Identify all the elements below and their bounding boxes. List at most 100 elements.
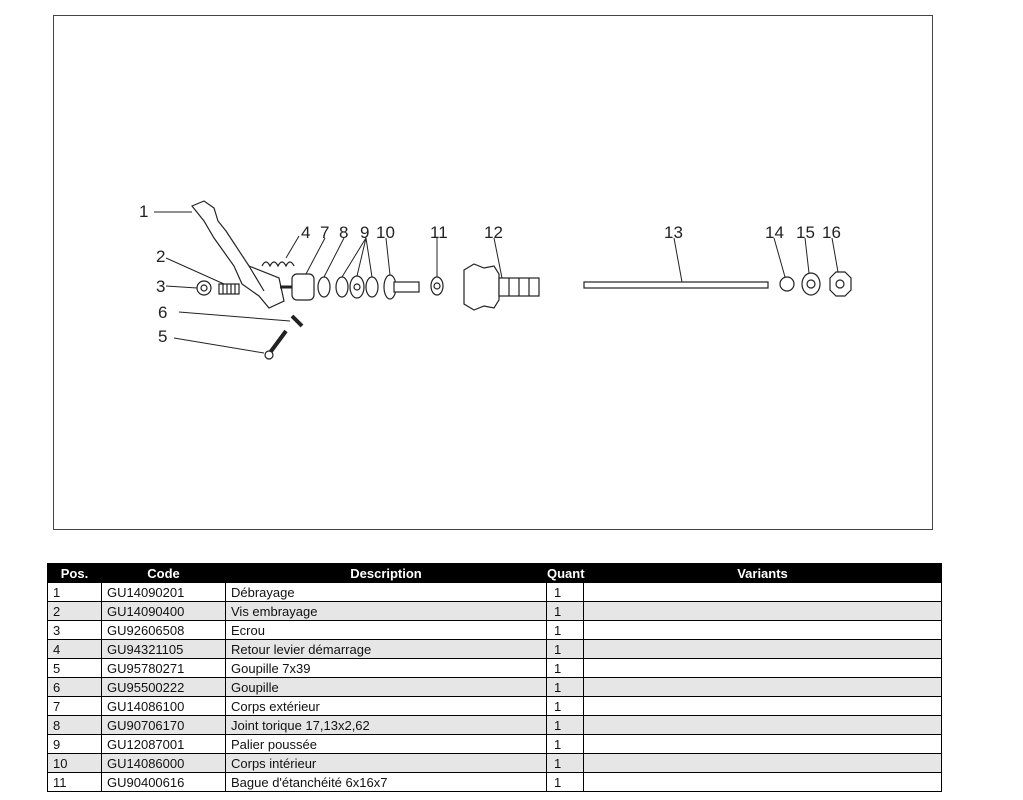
cell-description: Débrayage — [225, 582, 547, 602]
table-row: 2 GU14090400 Vis embrayage 1 — [47, 601, 942, 621]
cell-description: Corps extérieur — [225, 696, 547, 716]
cell-code: GU90706170 — [101, 715, 226, 735]
part-seal — [430, 276, 444, 296]
cell-description: Palier poussée — [225, 734, 547, 754]
table-row: 9 GU12087001 Palier poussée 1 — [47, 734, 942, 754]
callout-9: 9 — [360, 223, 369, 242]
part-bearing-c — [365, 276, 379, 298]
part-screw — [218, 283, 240, 295]
cell-code: GU14086100 — [101, 696, 226, 716]
cell-variants — [583, 677, 942, 697]
table-row: 7 GU14086100 Corps extérieur 1 — [47, 696, 942, 716]
callout-4: 4 — [301, 223, 310, 242]
cell-quant: 1 — [546, 734, 584, 754]
callout-11: 11 — [430, 223, 448, 242]
leader-lines — [154, 211, 839, 354]
cell-quant: 1 — [546, 639, 584, 659]
cell-quant: 1 — [546, 658, 584, 678]
header-pos: Pos. — [47, 563, 102, 583]
cell-pos: 2 — [47, 601, 102, 621]
cell-code: GU94321105 — [101, 639, 226, 659]
callout-labels: 1 2 3 4 5 6 7 8 9 10 11 12 13 14 15 16 — [139, 202, 841, 346]
cell-code: GU14090400 — [101, 601, 226, 621]
part-oring — [317, 276, 331, 298]
cell-quant: 1 — [546, 696, 584, 716]
cell-quant: 1 — [546, 601, 584, 621]
exploded-diagram: 1 2 3 4 5 6 7 8 9 10 11 12 13 14 15 16 — [53, 15, 933, 530]
table-row: 8 GU90706170 Joint torique 17,13x2,62 1 — [47, 715, 942, 735]
table-header-row: Pos. Code Description Quant Variants — [47, 563, 942, 583]
part-pin-5 — [267, 329, 288, 356]
cell-pos: 6 — [47, 677, 102, 697]
part-lever — [191, 200, 285, 309]
cell-quant: 1 — [546, 715, 584, 735]
cell-description: Ecrou — [225, 620, 547, 640]
cell-quant: 1 — [546, 753, 584, 773]
table-row: 3 GU92606508 Ecrou 1 — [47, 620, 942, 640]
callout-7: 7 — [320, 223, 329, 242]
part-circlip — [779, 276, 795, 292]
header-variants: Variants — [583, 563, 942, 583]
cell-variants — [583, 696, 942, 716]
cell-code: GU12087001 — [101, 734, 226, 754]
cell-code: GU14090201 — [101, 582, 226, 602]
callout-1: 1 — [139, 202, 148, 221]
part-shaft — [583, 281, 769, 289]
cell-variants — [583, 772, 942, 792]
cell-variants — [583, 620, 942, 640]
callout-2: 2 — [156, 247, 165, 266]
part-outer-body — [291, 273, 315, 301]
callout-13: 13 — [664, 223, 683, 242]
cell-code: GU92606508 — [101, 620, 226, 640]
cell-pos: 9 — [47, 734, 102, 754]
table-row: 10 GU14086000 Corps intérieur 1 — [47, 753, 942, 773]
callout-14: 14 — [765, 223, 784, 242]
cell-pos: 5 — [47, 658, 102, 678]
part-nut-16 — [829, 271, 852, 297]
part-washer — [801, 272, 821, 296]
part-bearing-a — [335, 276, 349, 298]
cell-description: Goupille 7x39 — [225, 658, 547, 678]
header-description: Description — [225, 563, 547, 583]
cell-variants — [583, 601, 942, 621]
part-bearing-b — [349, 275, 365, 299]
cell-pos: 8 — [47, 715, 102, 735]
header-quant: Quant — [546, 563, 585, 583]
cell-quant: 1 — [546, 772, 584, 792]
cell-description: Retour levier démarrage — [225, 639, 547, 659]
cell-description: Bague d'étanchéité 6x16x7 — [225, 772, 547, 792]
cell-code: GU95500222 — [101, 677, 226, 697]
cell-pos: 11 — [47, 772, 102, 792]
cell-description: Corps intérieur — [225, 753, 547, 773]
cell-variants — [583, 715, 942, 735]
cell-pos: 3 — [47, 620, 102, 640]
table-row: 5 GU95780271 Goupille 7x39 1 — [47, 658, 942, 678]
table-row: 6 GU95500222 Goupille 1 — [47, 677, 942, 697]
part-nut-3 — [196, 280, 212, 296]
cell-code: GU95780271 — [101, 658, 226, 678]
cell-pos: 7 — [47, 696, 102, 716]
cell-variants — [583, 734, 942, 754]
callout-10: 10 — [376, 223, 395, 242]
cell-quant: 1 — [546, 677, 584, 697]
table-row: 1 GU14090201 Débrayage 1 — [47, 582, 942, 602]
cell-pos: 10 — [47, 753, 102, 773]
cell-pos: 1 — [47, 582, 102, 602]
cell-variants — [583, 658, 942, 678]
callout-16: 16 — [822, 223, 841, 242]
table-row: 11 GU90400616 Bague d'étanchéité 6x16x7 … — [47, 772, 942, 792]
cell-description: Vis embrayage — [225, 601, 547, 621]
cell-quant: 1 — [546, 582, 584, 602]
cell-description: Joint torique 17,13x2,62 — [225, 715, 547, 735]
part-gear — [463, 263, 500, 311]
callout-3: 3 — [156, 277, 165, 296]
header-code: Code — [101, 563, 226, 583]
callout-15: 15 — [796, 223, 815, 242]
callout-6: 6 — [158, 303, 167, 322]
cell-code: GU90400616 — [101, 772, 226, 792]
parts-table: Pos. Code Description Quant Variants 1 G… — [47, 563, 942, 792]
cell-code: GU14086000 — [101, 753, 226, 773]
cell-pos: 4 — [47, 639, 102, 659]
cell-description: Goupille — [225, 677, 547, 697]
part-spring — [261, 261, 295, 268]
